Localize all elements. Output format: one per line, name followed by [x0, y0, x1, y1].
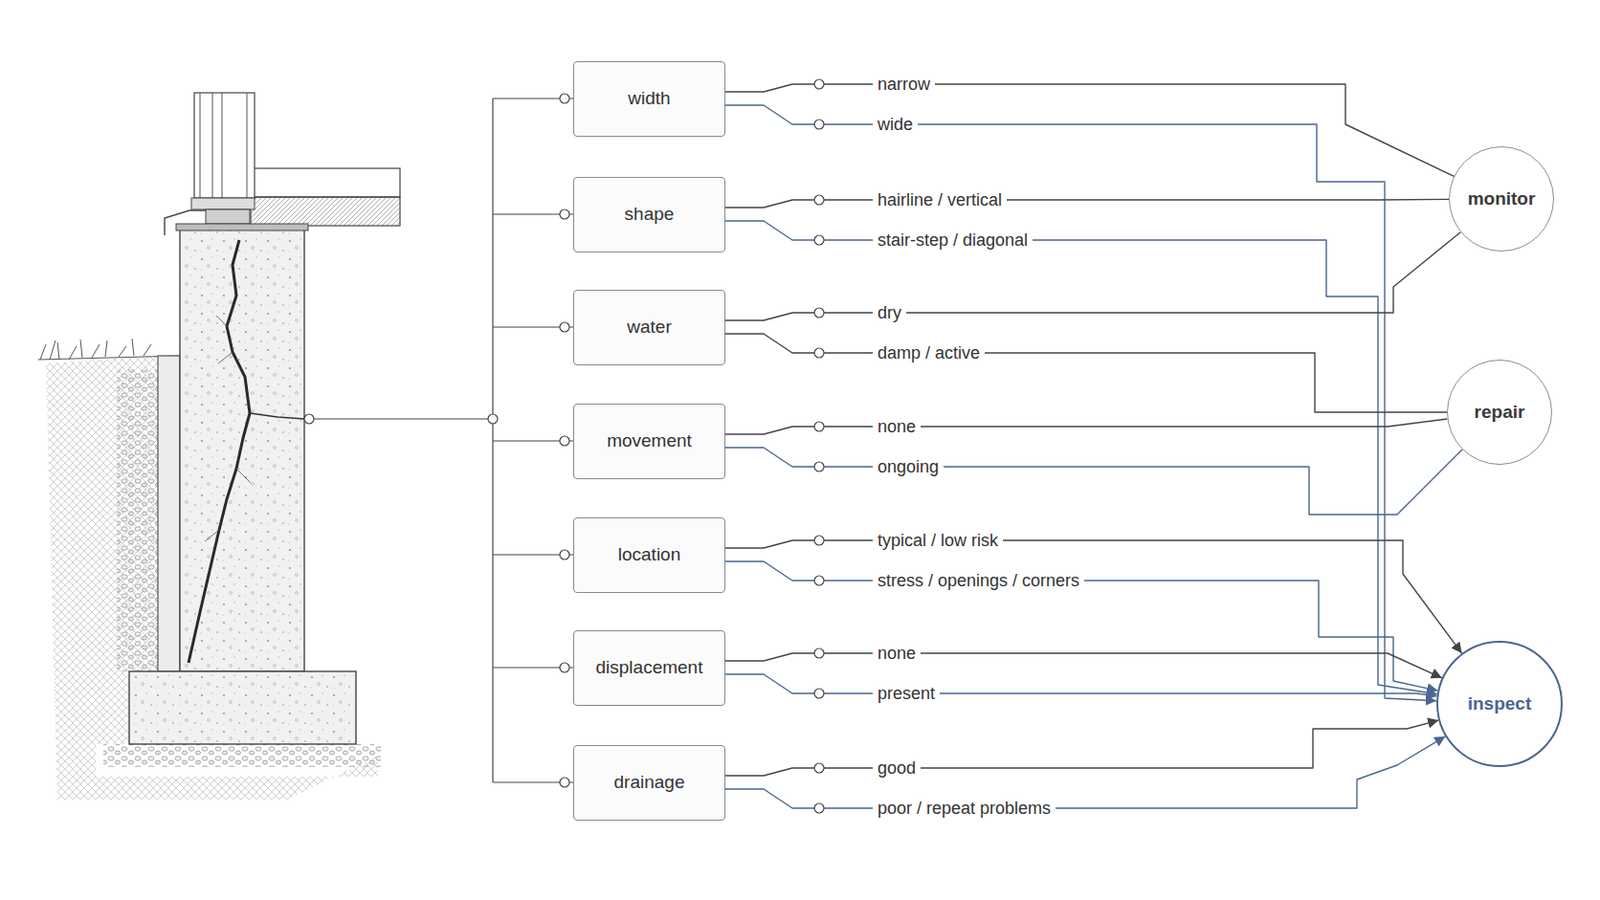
category-box: location: [573, 517, 726, 594]
option-dot: [814, 348, 824, 358]
category-label: water: [626, 316, 671, 338]
option-dot: [814, 79, 824, 89]
option-dot: [814, 648, 824, 659]
option-label: stair-step / diagonal: [872, 228, 1033, 252]
connector: [725, 333, 1447, 413]
option-label: narrow: [872, 72, 935, 96]
option-label: typical / low risk: [872, 529, 1003, 553]
connector: [725, 84, 1454, 177]
option-label: wide: [872, 112, 918, 136]
option-dot: [814, 308, 824, 318]
option-label: none: [872, 642, 921, 666]
category-box: displacement: [573, 630, 726, 707]
connector: [725, 561, 1439, 691]
outcome-label: repair: [1474, 401, 1526, 423]
category-box: water: [573, 289, 726, 366]
hairline-cracks: [204, 315, 251, 542]
outcome-label: monitor: [1467, 188, 1536, 210]
option-dot: [814, 235, 824, 245]
category-box: shape: [573, 177, 726, 253]
category-box: movement: [573, 403, 726, 480]
option-dot: [814, 119, 824, 130]
category-label: width: [627, 88, 670, 110]
option-dot: [814, 535, 824, 546]
connector: [725, 232, 1461, 321]
category-box: drainage: [573, 745, 726, 822]
wall-ledge: [157, 355, 180, 672]
option-label: present: [872, 682, 940, 706]
wall-studs: [194, 92, 255, 199]
connector: [725, 199, 1449, 208]
gravel-backfill: [116, 369, 158, 672]
option-dot: [814, 195, 824, 205]
option-dot: [814, 462, 824, 472]
floor-joist: [250, 168, 400, 198]
bus-branches: [492, 98, 575, 783]
crack-leader: [313, 418, 489, 420]
option-label: none: [872, 415, 921, 439]
flashing: [164, 210, 206, 236]
outcome-label: inspect: [1467, 693, 1533, 715]
option-dot: [814, 803, 824, 814]
gravel-bed: [103, 744, 381, 768]
option-label: ongoing: [872, 455, 944, 479]
foundation-wall: [179, 229, 305, 672]
option-label: good: [872, 756, 921, 780]
connector: [725, 720, 1439, 777]
category-box: width: [573, 61, 726, 137]
category-label: shape: [624, 203, 675, 225]
option-label: dry: [872, 301, 907, 325]
outcome-circle: repair: [1446, 359, 1553, 466]
category-label: drainage: [614, 772, 686, 794]
option-label: hairline / vertical: [872, 188, 1007, 212]
option-dot: [814, 576, 824, 586]
option-dot: [814, 763, 824, 774]
branch-dots: [559, 93, 570, 788]
option-dot: [814, 688, 824, 699]
crack-point: [304, 414, 314, 424]
outcome-circle: inspect: [1436, 641, 1563, 768]
connector: [725, 653, 1443, 679]
crack-branch: [249, 413, 305, 420]
category-label: displacement: [596, 657, 704, 679]
connector: [725, 736, 1445, 809]
category-label: movement: [606, 430, 692, 452]
joist-side: [250, 197, 400, 226]
connector: [725, 221, 1438, 695]
option-label: stress / openings / corners: [872, 569, 1085, 593]
junction-point: [488, 414, 498, 424]
footing: [129, 671, 356, 745]
crack: [188, 240, 250, 664]
footing-texture: [130, 672, 356, 744]
bottom-plate: [191, 198, 255, 210]
option-dot: [814, 422, 824, 432]
connector: [725, 447, 1463, 515]
wall-texture: [180, 230, 304, 671]
stud-lines: [200, 92, 247, 199]
connector: [725, 674, 1438, 697]
connector: [725, 419, 1447, 435]
option-label: damp / active: [872, 341, 985, 365]
sill-block: [205, 209, 250, 224]
outcome-circle: monitor: [1448, 146, 1555, 252]
sill-plate: [176, 223, 309, 231]
option-label: poor / repeat problems: [872, 797, 1056, 821]
category-label: location: [618, 544, 682, 566]
connector: [725, 105, 1437, 702]
